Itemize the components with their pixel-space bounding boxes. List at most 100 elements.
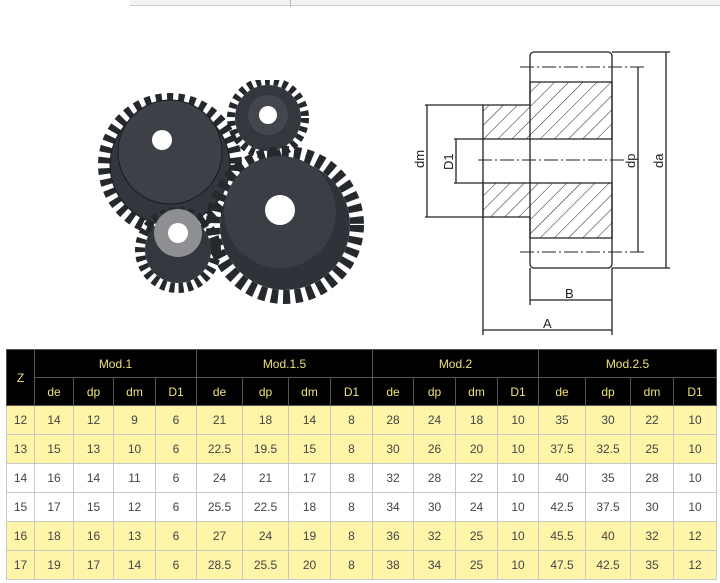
sub-header: dm — [630, 377, 674, 406]
z-cell: 17 — [6, 550, 35, 580]
table-cell: 13 — [113, 521, 156, 551]
table-cell: 22.5 — [196, 434, 243, 464]
table-cell: 30 — [630, 492, 674, 522]
table-cell: 14 — [34, 405, 74, 435]
table-cell: 15 — [73, 492, 114, 522]
table-cell: 38 — [372, 550, 414, 580]
table-cell: 19 — [288, 521, 331, 551]
table-cell: 10 — [673, 405, 717, 435]
sub-header: de — [34, 377, 74, 406]
table-cell: 14 — [73, 463, 114, 493]
table-cell: 42.5 — [538, 492, 586, 522]
table-cell: 12 — [673, 550, 717, 580]
sub-header: D1 — [155, 377, 197, 406]
group-header: Mod.1.5 — [196, 349, 373, 378]
table-cell: 8 — [330, 492, 373, 522]
table-cell: 35 — [538, 405, 586, 435]
table-cell: 14 — [113, 550, 156, 580]
label-da: da — [651, 153, 666, 168]
sub-header: dp — [73, 377, 114, 406]
table-cell: 19.5 — [242, 434, 289, 464]
table-cell: 20 — [288, 550, 331, 580]
table-cell: 34 — [413, 550, 456, 580]
table-cell: 30 — [413, 492, 456, 522]
table-cell: 18 — [34, 521, 74, 551]
table-cell: 25 — [630, 434, 674, 464]
label-A: A — [543, 316, 552, 331]
table-cell: 11 — [113, 463, 156, 493]
table-cell: 10 — [673, 492, 717, 522]
table-cell: 17 — [73, 550, 114, 580]
table-cell: 21 — [196, 405, 243, 435]
table-cell: 6 — [155, 550, 197, 580]
sub-header: de — [372, 377, 414, 406]
table-cell: 8 — [330, 521, 373, 551]
table-cell: 37.5 — [585, 492, 631, 522]
table-cell: 16 — [34, 463, 74, 493]
table-cell: 8 — [330, 434, 373, 464]
sub-header: de — [538, 377, 586, 406]
table-cell: 24 — [455, 492, 498, 522]
sub-header: D1 — [330, 377, 373, 406]
sub-header: dm — [288, 377, 331, 406]
group-header: Mod.2.5 — [538, 349, 717, 378]
table-cell: 17 — [288, 463, 331, 493]
sub-header: dp — [413, 377, 456, 406]
table-cell: 26 — [413, 434, 456, 464]
table-cell: 17 — [34, 492, 74, 522]
table-cell: 28 — [630, 463, 674, 493]
z-cell: 13 — [6, 434, 35, 464]
table-cell: 14 — [288, 405, 331, 435]
sub-header: D1 — [673, 377, 717, 406]
table-cell: 6 — [155, 492, 197, 522]
table-cell: 18 — [242, 405, 289, 435]
table-cell: 32 — [372, 463, 414, 493]
sub-header: dp — [242, 377, 289, 406]
table-cell: 40 — [585, 521, 631, 551]
label-B: B — [565, 286, 574, 301]
table-cell: 18 — [288, 492, 331, 522]
table-cell: 6 — [155, 434, 197, 464]
label-dm: dm — [412, 150, 427, 168]
table-cell: 10 — [113, 434, 156, 464]
table-cell: 12 — [73, 405, 114, 435]
table-cell: 19 — [34, 550, 74, 580]
table-cell: 18 — [455, 405, 498, 435]
table-cell: 24 — [242, 521, 289, 551]
table-cell: 12 — [673, 521, 717, 551]
sub-header: dm — [455, 377, 498, 406]
table-cell: 25 — [455, 521, 498, 551]
table-cell: 34 — [372, 492, 414, 522]
table-cell: 42.5 — [585, 550, 631, 580]
table-cell: 47.5 — [538, 550, 586, 580]
table-cell: 28 — [372, 405, 414, 435]
table-cell: 8 — [330, 550, 373, 580]
table-cell: 8 — [330, 463, 373, 493]
table-cell: 10 — [497, 463, 539, 493]
table-cell: 30 — [372, 434, 414, 464]
z-cell: 14 — [6, 463, 35, 493]
table-cell: 10 — [497, 550, 539, 580]
table-cell: 25 — [455, 550, 498, 580]
table-cell: 10 — [497, 405, 539, 435]
table-cell: 10 — [497, 521, 539, 551]
table-cell: 12 — [113, 492, 156, 522]
table-cell: 35 — [630, 550, 674, 580]
table-cell: 10 — [673, 463, 717, 493]
gears-photo — [98, 80, 364, 304]
table-cell: 9 — [113, 405, 156, 435]
z-cell: 12 — [6, 405, 35, 435]
sub-header: de — [196, 377, 243, 406]
table-cell: 10 — [497, 492, 539, 522]
table-cell: 30 — [585, 405, 631, 435]
table-cell: 32 — [630, 521, 674, 551]
table-cell: 16 — [73, 521, 114, 551]
table-cell: 15 — [288, 434, 331, 464]
sub-header: dp — [585, 377, 631, 406]
label-D1: D1 — [441, 153, 456, 170]
gear-large — [206, 146, 364, 304]
